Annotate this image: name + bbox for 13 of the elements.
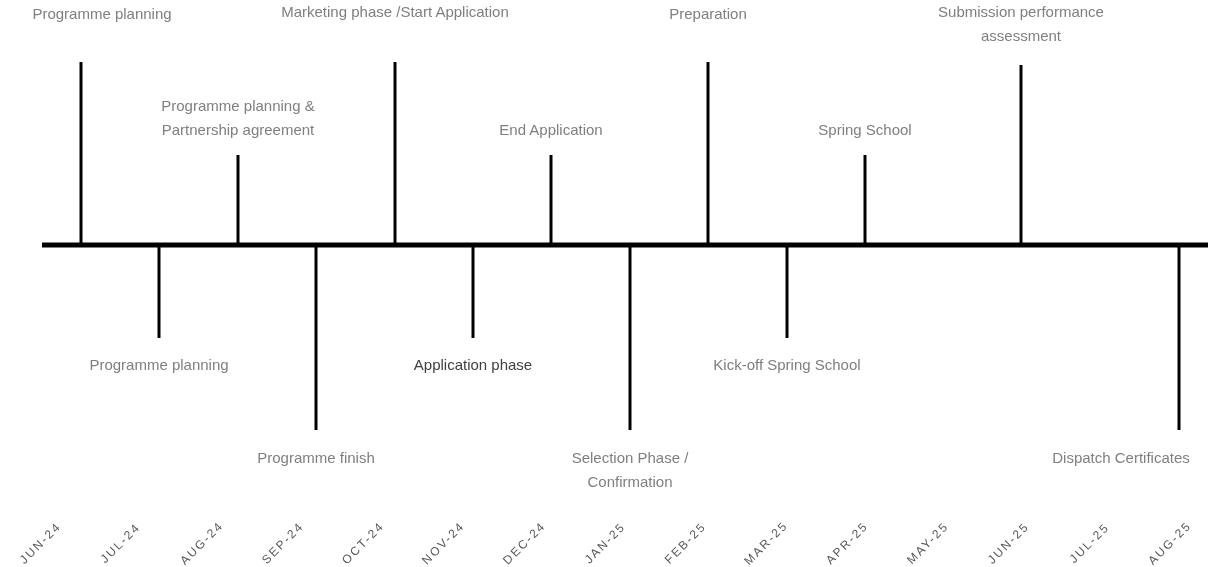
event-label: Kick-off Spring School	[712, 355, 862, 375]
event-label: Selection Phase / Confirmation	[570, 448, 690, 492]
event-label: Programme planning & Partnership agreement	[160, 96, 316, 140]
event-label: End Application	[498, 120, 604, 140]
event-label: Spring School	[817, 120, 913, 140]
event-label: Programme planning	[88, 355, 230, 375]
event-label: Dispatch Certificates	[1051, 448, 1191, 468]
event-label: Application phase	[412, 355, 534, 375]
event-label: Marketing phase /Start Application	[280, 2, 510, 22]
event-label: Programme finish	[256, 448, 376, 468]
event-label: Submission performance assessment	[937, 2, 1105, 46]
event-label: Programme planning	[31, 4, 173, 24]
event-label: Preparation	[668, 4, 748, 24]
